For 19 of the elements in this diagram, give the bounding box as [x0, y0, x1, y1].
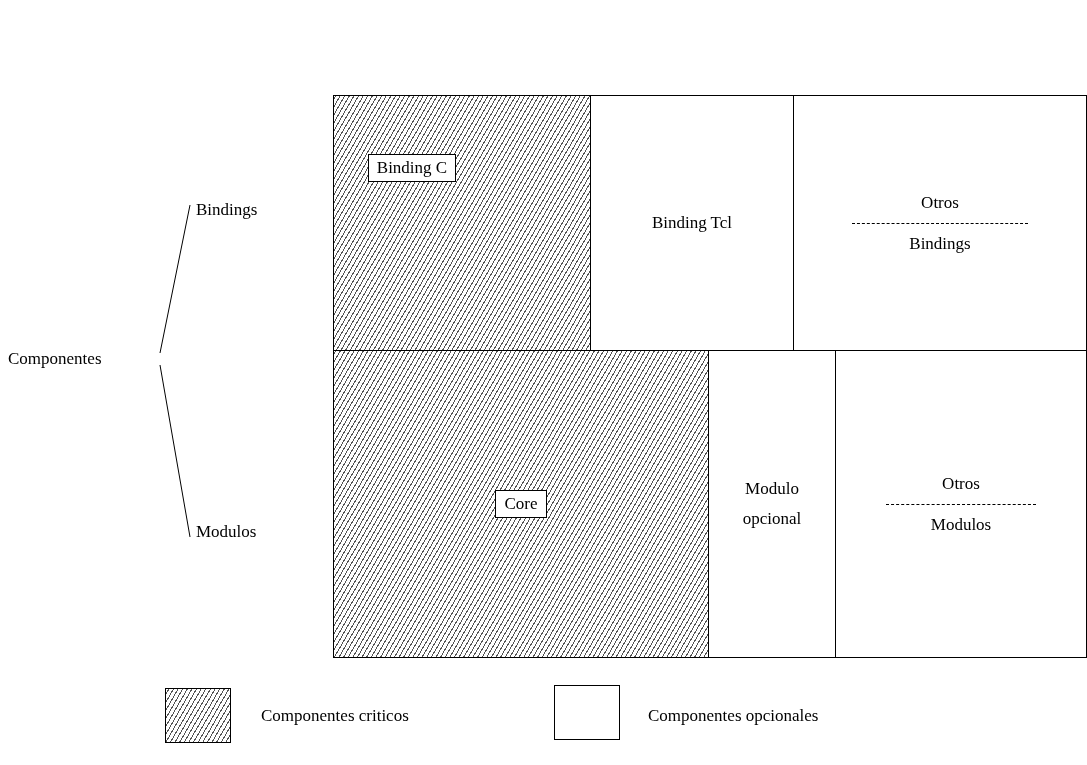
category-label: Modulos [196, 519, 296, 545]
legend-label: Componentes criticos [261, 706, 409, 726]
brace-line [159, 364, 191, 538]
block-label: Binding Tcl [651, 213, 733, 233]
legend-label: Componentes opcionales [648, 706, 819, 726]
component-label: Componentes [8, 346, 142, 372]
block-label: Core [495, 490, 547, 518]
component-block [793, 95, 1087, 351]
block-label: Modulos [930, 514, 992, 535]
block-label: Binding C [367, 154, 457, 182]
block-label: Otros [921, 192, 959, 213]
block-label: Modulo opcional [741, 478, 803, 530]
hatched-block [333, 95, 591, 351]
category-label: Bindings [196, 197, 296, 223]
component-block [835, 350, 1087, 658]
block-label: Bindings [909, 233, 971, 254]
hatched-block [333, 350, 709, 658]
block-label: Otros [942, 473, 980, 494]
brace-line [159, 204, 191, 354]
